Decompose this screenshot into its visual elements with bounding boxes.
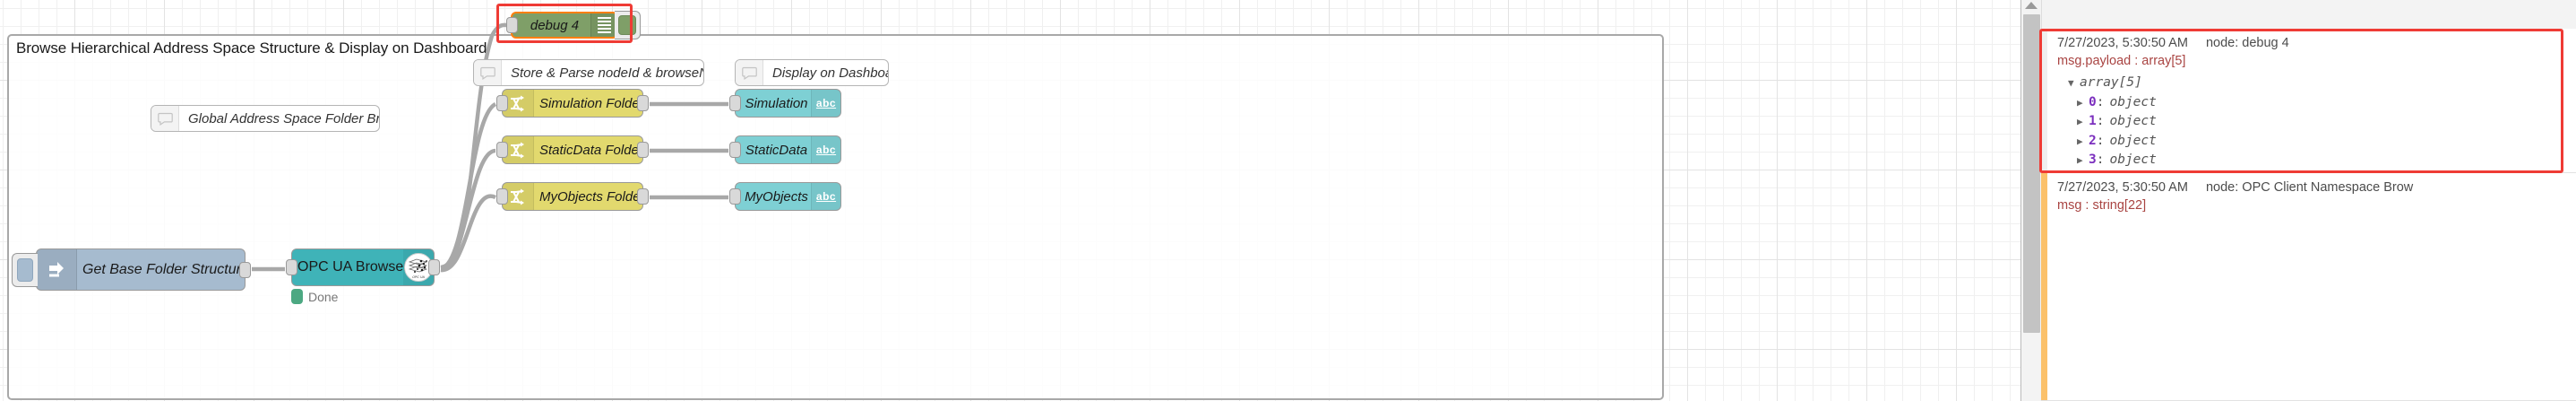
switch-node-label: MyObjects Folder bbox=[539, 188, 642, 205]
debug-node-4[interactable]: debug 4 bbox=[506, 11, 641, 39]
opcua-status-label: Done bbox=[308, 289, 339, 304]
tree-child-colon: : bbox=[2096, 153, 2105, 167]
svg-text:OPC UA: OPC UA bbox=[412, 275, 425, 279]
tree-child-value: object bbox=[2109, 94, 2157, 109]
debug-message-topic: msg.payload : array[5] bbox=[2057, 54, 2186, 68]
change-node-simulation[interactable]: Simulation abc bbox=[729, 89, 841, 118]
comment-label: Display on Dashboard bbox=[772, 65, 888, 81]
caret-down-icon[interactable]: ▼ bbox=[2068, 77, 2074, 89]
tree-child-index: 3 bbox=[2089, 153, 2097, 167]
debug-timestamp: 7/27/2023, 5:30:50 AM bbox=[2057, 180, 2188, 195]
switch-node-staticdata-folder[interactable]: StaticData Folder bbox=[496, 135, 649, 164]
switch-node-simulation-folder[interactable]: Simulation Folder bbox=[496, 89, 649, 118]
abc-icon: abc bbox=[811, 136, 840, 163]
switch-input-port[interactable] bbox=[496, 95, 508, 111]
comment-node-display-dashboard[interactable]: Display on Dashboard bbox=[735, 59, 889, 86]
debug-message-topic: msg : string[22] bbox=[2057, 198, 2147, 213]
switch-output-port[interactable] bbox=[637, 142, 649, 158]
debug-node-label: debug 4 bbox=[530, 17, 580, 33]
change-node-label: Simulation bbox=[745, 95, 808, 111]
debug-sidebar-panel: 7/27/2023, 5:30:50 AM node: debug 4 msg.… bbox=[2020, 0, 2576, 401]
switch-node-myobjects-folder[interactable]: MyObjects Folder bbox=[496, 182, 649, 211]
comment-bubble-icon bbox=[474, 60, 502, 85]
opcua-input-port[interactable] bbox=[286, 259, 297, 275]
comment-bubble-icon bbox=[151, 106, 179, 131]
debug-lines-icon bbox=[590, 13, 616, 37]
inject-node-label: Get Base Folder Structure ¹ bbox=[82, 261, 245, 277]
debug-panel-scrollbar[interactable] bbox=[2021, 0, 2042, 401]
change-node-myobjects[interactable]: MyObjects abc bbox=[729, 182, 841, 211]
debug-toggle-knob bbox=[618, 15, 636, 35]
change-node-label: MyObjects bbox=[745, 188, 808, 205]
inject-trigger-button[interactable] bbox=[12, 252, 38, 287]
flow-group-label: Browse Hierarchical Address Space Struct… bbox=[16, 39, 487, 57]
inject-output-port[interactable] bbox=[239, 261, 251, 278]
opcua-browser-node[interactable]: OPC UA Browser bbox=[286, 248, 440, 286]
tree-child-index: 0 bbox=[2089, 94, 2097, 109]
tree-child-value: object bbox=[2109, 114, 2157, 128]
caret-right-icon[interactable]: ▶ bbox=[2077, 96, 2083, 109]
scrollbar-thumb[interactable] bbox=[2023, 14, 2040, 333]
tree-child-index: 2 bbox=[2089, 133, 2097, 148]
opcua-output-port[interactable] bbox=[428, 259, 440, 275]
tree-root-row[interactable]: ▼ array[5] bbox=[2068, 74, 2576, 93]
debug-payload-tree[interactable]: ▼array[5] ▶0:object ▶1:object ▶2:object … bbox=[2057, 74, 2576, 189]
inject-node-get-base-folder-structure[interactable]: Get Base Folder Structure ¹ bbox=[12, 248, 251, 291]
debug-input-port[interactable] bbox=[506, 17, 518, 33]
caret-right-icon[interactable]: ▶ bbox=[2077, 135, 2083, 147]
switch-node-label: StaticData Folder bbox=[539, 142, 642, 158]
opcua-status-badge: Done bbox=[291, 289, 338, 304]
inject-arrow-icon bbox=[37, 249, 77, 290]
debug-source-node: node: debug 4 bbox=[2205, 36, 2289, 50]
change-input-port[interactable] bbox=[729, 95, 741, 111]
comment-label: Store & Parse nodeId & browseName bbox=[511, 65, 703, 81]
caret-right-icon[interactable]: ▶ bbox=[2077, 154, 2083, 166]
switch-output-port[interactable] bbox=[637, 95, 649, 111]
tree-child-row[interactable]: ▶ 0: object bbox=[2077, 93, 2576, 113]
tree-child-value: object bbox=[2109, 133, 2157, 148]
caret-right-icon[interactable]: ▶ bbox=[2077, 116, 2083, 127]
tree-child-row[interactable]: ▶ 2: object bbox=[2077, 132, 2576, 152]
switch-input-port[interactable] bbox=[496, 188, 508, 205]
debug-message-item[interactable]: 7/27/2023, 5:30:50 AM node: OPC Client N… bbox=[2041, 173, 2576, 401]
debug-message-header: 7/27/2023, 5:30:50 AM node: OPC Client N… bbox=[2057, 180, 2576, 195]
comment-bubble-icon bbox=[736, 60, 763, 85]
switch-output-port[interactable] bbox=[637, 188, 649, 205]
tree-child-row[interactable]: ▶ 3: object bbox=[2077, 151, 2576, 170]
status-dot-icon bbox=[291, 289, 303, 304]
abc-badge: abc bbox=[815, 144, 837, 156]
change-node-label: StaticData bbox=[745, 142, 808, 158]
change-input-port[interactable] bbox=[729, 142, 741, 158]
change-node-staticdata[interactable]: StaticData abc bbox=[729, 135, 841, 164]
switch-input-port[interactable] bbox=[496, 142, 508, 158]
tree-child-colon: : bbox=[2096, 94, 2105, 109]
tree-child-value: object bbox=[2109, 153, 2157, 167]
abc-badge: abc bbox=[815, 97, 837, 109]
abc-badge: abc bbox=[815, 190, 837, 203]
flow-canvas[interactable]: Browse Hierarchical Address Space Struct… bbox=[0, 0, 2020, 401]
debug-message-header: 7/27/2023, 5:30:50 AM node: debug 4 bbox=[2057, 36, 2576, 50]
inject-trigger-knob bbox=[17, 257, 33, 282]
switch-node-label: Simulation Folder bbox=[539, 95, 642, 111]
debug-timestamp: 7/27/2023, 5:30:50 AM bbox=[2057, 36, 2188, 50]
abc-icon: abc bbox=[811, 90, 840, 117]
tree-root-label: array[5] bbox=[2080, 75, 2142, 90]
comment-label: Global Address Space Folder Browse bbox=[188, 110, 379, 126]
abc-icon: abc bbox=[811, 183, 840, 210]
change-input-port[interactable] bbox=[729, 188, 741, 205]
tree-child-colon: : bbox=[2096, 114, 2105, 128]
tree-child-row[interactable]: ▶ 1: object bbox=[2077, 112, 2576, 132]
opcua-node-label: OPC UA Browser bbox=[297, 259, 409, 275]
debug-message-item[interactable]: 7/27/2023, 5:30:50 AM node: debug 4 msg.… bbox=[2041, 29, 2576, 187]
tree-child-index: 1 bbox=[2089, 114, 2097, 128]
caret-up-icon[interactable] bbox=[2025, 2, 2038, 9]
comment-node-store-parse[interactable]: Store & Parse nodeId & browseName bbox=[473, 59, 704, 86]
tree-child-colon: : bbox=[2096, 133, 2105, 148]
debug-enable-toggle-button[interactable] bbox=[615, 11, 641, 39]
comment-node-global-address-space[interactable]: Global Address Space Folder Browse bbox=[151, 105, 380, 132]
debug-source-node: node: OPC Client Namespace Brow bbox=[2205, 180, 2414, 195]
